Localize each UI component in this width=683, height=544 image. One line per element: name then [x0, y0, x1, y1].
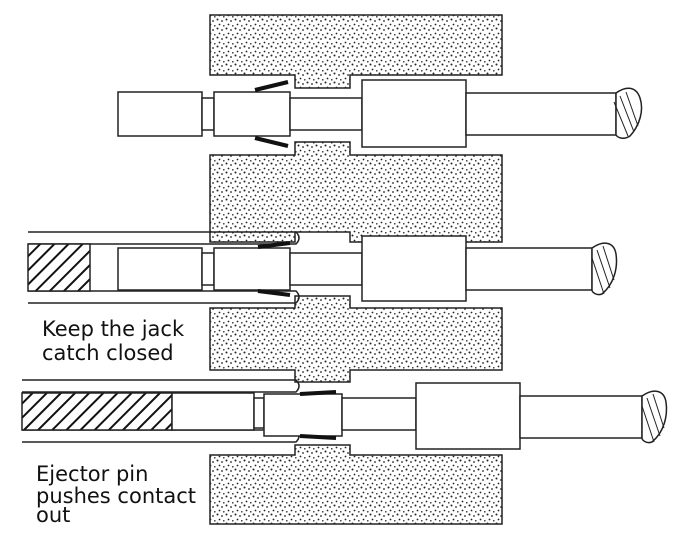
insulator-block-4: [209, 444, 503, 525]
extraction-tool-2: [27, 231, 300, 304]
label-keep-catch-line2: catch closed: [42, 341, 174, 365]
wire-strands-1: [615, 87, 643, 139]
wire-insulation-1: [465, 92, 617, 136]
contact-barrel-2: [213, 247, 291, 291]
contact-collar-1: [361, 79, 467, 148]
contact-collar-2: [361, 235, 467, 302]
wire-insulation-2: [465, 247, 593, 291]
insulator-block-2: [209, 141, 503, 243]
contact-neck-2: [201, 252, 215, 286]
contact-assembly-2: [117, 235, 618, 302]
contact-pin-2: [117, 247, 203, 291]
retention-clip-3: [299, 390, 337, 440]
contact-pin-1: [117, 91, 203, 137]
label-ejector-line1: Ejector pin: [36, 462, 149, 486]
contact-assembly-3: [253, 382, 668, 450]
ejector-pin-3: [21, 392, 173, 431]
label-keep-catch-line1: Keep the jack: [42, 317, 185, 341]
contact-barrel-1: [213, 91, 291, 137]
contact-assembly-1: [117, 79, 643, 148]
label-ejector-line2: pushes contact: [36, 484, 197, 508]
ejector-shaft-3: [171, 392, 255, 431]
insulator-block-3: [209, 295, 503, 383]
wire-insulation-3: [519, 395, 643, 439]
contact-shank-3: [341, 397, 417, 431]
insulator-block-1: [209, 14, 503, 89]
contact-shank-2: [289, 252, 363, 286]
contact-shank-1: [289, 97, 363, 131]
label-ejector-line3: out: [36, 503, 71, 527]
retention-clip-1: [254, 80, 289, 148]
ejector-pin-2: [27, 243, 91, 292]
contact-neck-1: [201, 97, 215, 131]
retention-clip-2: [257, 241, 291, 297]
contact-neck-3: [253, 397, 265, 429]
contact-collar-3: [415, 382, 521, 450]
contact-barrel-3: [263, 393, 343, 437]
